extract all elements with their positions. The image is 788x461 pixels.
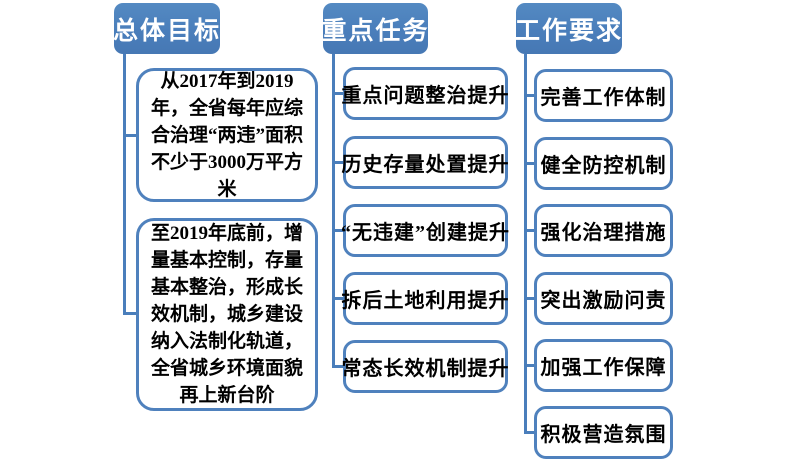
header-overall-goals: 总体目标	[113, 3, 220, 54]
connector-vline-overall-goals	[123, 54, 126, 315]
key-task-box-4: 拆后土地利用提升	[341, 272, 510, 325]
work-requirement-box-1: 完善工作体制	[534, 69, 673, 122]
work-requirement-text-3: 强化治理措施	[540, 222, 667, 244]
work-requirement-box-4: 突出激励问责	[534, 272, 673, 325]
connector-stub-task-4	[335, 297, 343, 300]
connector-stub-task-1	[335, 92, 343, 95]
work-requirement-box-2: 健全防控机制	[534, 137, 673, 190]
work-requirement-text-5: 加强工作保障	[540, 357, 667, 379]
key-task-text-4: 拆后土地利用提升	[341, 290, 510, 312]
connector-stub-req-4	[527, 297, 534, 300]
work-requirement-text-4: 突出激励问责	[540, 290, 667, 312]
connector-stub-goal-2	[126, 312, 138, 315]
work-requirement-text-2: 健全防控机制	[540, 155, 667, 177]
key-task-text-1: 重点问题整治提升	[341, 85, 510, 107]
overall-goal-text-1: 从2017年到2019年，全省每年应综合治理“两违”面积不少于3000万平方米	[150, 70, 303, 200]
overall-goal-box-1: 从2017年到2019年，全省每年应综合治理“两违”面积不少于3000万平方米	[136, 68, 318, 202]
connector-stub-task-5	[335, 365, 343, 368]
work-requirement-box-3: 强化治理措施	[534, 204, 673, 257]
overall-goal-box-2: 至2019年底前，增量基本控制，存量基本整治，形成长效机制，城乡建设纳入法制化轨…	[136, 218, 318, 411]
connector-stub-req-5	[527, 364, 534, 367]
key-task-box-1: 重点问题整治提升	[341, 67, 510, 120]
connector-stub-req-6	[527, 431, 534, 434]
work-requirement-text-1: 完善工作体制	[540, 87, 667, 109]
header-work-requirements: 工作要求	[515, 3, 622, 54]
key-task-text-2: 历史存量处置提升	[341, 154, 510, 176]
key-task-box-3: “无违建”创建提升	[341, 204, 510, 257]
key-task-box-2: 历史存量处置提升	[341, 136, 510, 189]
connector-stub-goal-1	[126, 134, 138, 137]
connector-stub-req-3	[527, 229, 534, 232]
connector-stub-req-2	[527, 162, 534, 165]
connector-vline-work-requirements	[524, 54, 527, 434]
connector-stub-task-2	[335, 161, 343, 164]
header-key-tasks: 重点任务	[322, 3, 428, 54]
key-task-text-5: 常态长效机制提升	[341, 358, 510, 380]
connector-vline-key-tasks	[332, 54, 335, 368]
work-requirement-box-5: 加强工作保障	[534, 339, 673, 392]
work-requirement-text-6: 积极营造氛围	[540, 424, 667, 446]
key-task-text-3: “无违建”创建提升	[341, 222, 510, 244]
connector-stub-req-1	[527, 94, 534, 97]
key-task-box-5: 常态长效机制提升	[341, 340, 510, 393]
connector-stub-task-3	[335, 229, 343, 232]
work-requirement-box-6: 积极营造氛围	[534, 406, 673, 459]
overall-goal-text-2: 至2019年底前，增量基本控制，存量基本整治，形成长效机制，城乡建设纳入法制化轨…	[150, 223, 303, 406]
